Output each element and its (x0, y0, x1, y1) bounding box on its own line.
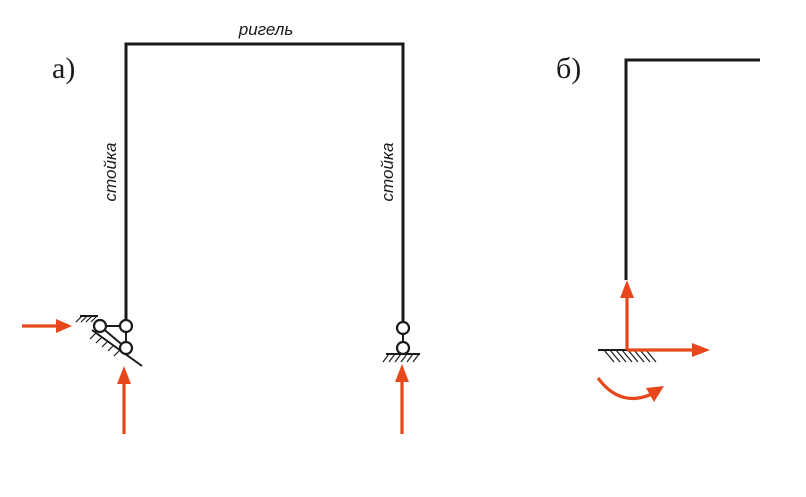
left-column-label: стойка (101, 143, 120, 202)
left-horizontal-reaction-arrow (22, 319, 72, 333)
left-support-icon (75, 315, 143, 367)
fixed-support-icon (598, 349, 657, 363)
panel-b-label: б) (556, 52, 581, 85)
right-vertical-reaction-arrow (395, 364, 409, 434)
panel-a-label: а) (52, 52, 75, 85)
right-support-icon (382, 320, 420, 363)
fixed-moment-reaction-arrow (596, 377, 664, 402)
left-vertical-reaction-arrow (117, 366, 131, 434)
frame-a (124, 42, 405, 322)
beam-label: ригель (238, 20, 294, 39)
fixed-horizontal-reaction-arrow (627, 343, 710, 357)
frame-b (624, 58, 760, 280)
right-column-label: стойка (378, 143, 397, 202)
fixed-vertical-reaction-arrow (620, 280, 634, 350)
